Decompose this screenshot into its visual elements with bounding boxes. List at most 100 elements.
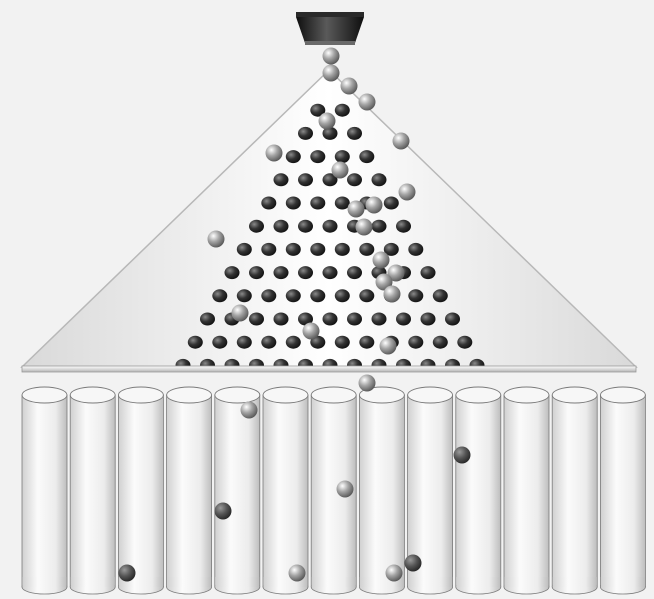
peg-icon	[261, 197, 276, 210]
peg-icon	[212, 289, 227, 302]
peg-icon	[421, 266, 436, 279]
peg-icon	[372, 313, 387, 326]
bin-tube	[600, 387, 645, 594]
ball-icon	[405, 555, 422, 572]
peg-icon	[421, 313, 436, 326]
peg-icon	[274, 220, 289, 233]
peg-icon	[347, 313, 362, 326]
ball-icon	[359, 94, 376, 111]
peg-icon	[433, 336, 448, 349]
peg-icon	[298, 220, 313, 233]
peg-icon	[323, 220, 338, 233]
peg-icon	[323, 313, 338, 326]
ball-icon	[232, 305, 249, 322]
peg-icon	[225, 266, 240, 279]
peg-icon	[335, 150, 350, 163]
ball-icon	[289, 565, 306, 582]
peg-icon	[310, 150, 325, 163]
peg-icon	[298, 173, 313, 186]
peg-icon	[445, 313, 460, 326]
bin-tube	[552, 387, 597, 594]
bin-tubes	[22, 387, 645, 594]
peg-icon	[286, 197, 301, 210]
peg-icon	[347, 127, 362, 140]
peg-icon	[457, 336, 472, 349]
ball-icon	[341, 78, 358, 95]
ball-icon	[266, 145, 283, 162]
peg-icon	[237, 243, 252, 256]
peg-icon	[200, 313, 215, 326]
peg-icon	[384, 197, 399, 210]
bin-tube	[359, 387, 404, 594]
peg-icon	[310, 197, 325, 210]
ball-icon	[399, 184, 416, 201]
ball-icon	[319, 113, 336, 130]
peg-icon	[298, 266, 313, 279]
ball-icon	[384, 286, 401, 303]
ball-icon	[119, 565, 136, 582]
hopper-funnel-icon	[296, 12, 364, 45]
bin-tube	[263, 387, 308, 594]
ball-icon	[332, 162, 349, 179]
peg-icon	[286, 336, 301, 349]
ball-icon	[303, 323, 320, 340]
peg-icon	[261, 336, 276, 349]
peg-icon	[286, 289, 301, 302]
ball-icon	[356, 219, 373, 236]
peg-icon	[335, 197, 350, 210]
peg-icon	[249, 220, 264, 233]
peg-icon	[408, 243, 423, 256]
peg-icon	[298, 127, 313, 140]
peg-icon	[274, 313, 289, 326]
bin-tube	[504, 387, 549, 594]
bin-tube	[22, 387, 67, 594]
peg-icon	[286, 243, 301, 256]
peg-icon	[335, 243, 350, 256]
peg-icon	[408, 336, 423, 349]
ball-icon	[337, 481, 354, 498]
peg-icon	[249, 313, 264, 326]
bin-tube	[70, 387, 115, 594]
bin-tube	[215, 387, 260, 594]
peg-icon	[433, 289, 448, 302]
ball-icon	[366, 197, 383, 214]
peg-icon	[261, 243, 276, 256]
peg-icon	[188, 336, 203, 349]
peg-icon	[372, 220, 387, 233]
peg-icon	[359, 150, 374, 163]
peg-icon	[396, 220, 411, 233]
ball-icon	[323, 48, 340, 65]
peg-icon	[310, 289, 325, 302]
peg-icon	[335, 289, 350, 302]
peg-icon	[261, 289, 276, 302]
ball-icon	[386, 565, 403, 582]
ball-icon	[348, 201, 365, 218]
peg-icon	[212, 336, 227, 349]
ball-icon	[208, 231, 225, 248]
bin-tube	[167, 387, 212, 594]
peg-icon	[323, 266, 338, 279]
peg-icon	[396, 313, 411, 326]
peg-icon	[359, 289, 374, 302]
ball-icon	[359, 375, 376, 392]
ball-icon	[454, 447, 471, 464]
ball-icon	[323, 65, 340, 82]
peg-icon	[237, 336, 252, 349]
ball-icon	[241, 402, 258, 419]
bin-tube	[456, 387, 501, 594]
peg-icon	[274, 266, 289, 279]
peg-icon	[408, 289, 423, 302]
bin-tube	[118, 387, 163, 594]
ball-icon	[380, 338, 397, 355]
shelf	[22, 366, 636, 372]
peg-icon	[372, 173, 387, 186]
peg-icon	[359, 243, 374, 256]
ball-icon	[373, 252, 390, 269]
peg-icon	[347, 266, 362, 279]
peg-icon	[237, 289, 252, 302]
peg-icon	[310, 243, 325, 256]
peg-icon	[249, 266, 264, 279]
peg-icon	[359, 336, 374, 349]
